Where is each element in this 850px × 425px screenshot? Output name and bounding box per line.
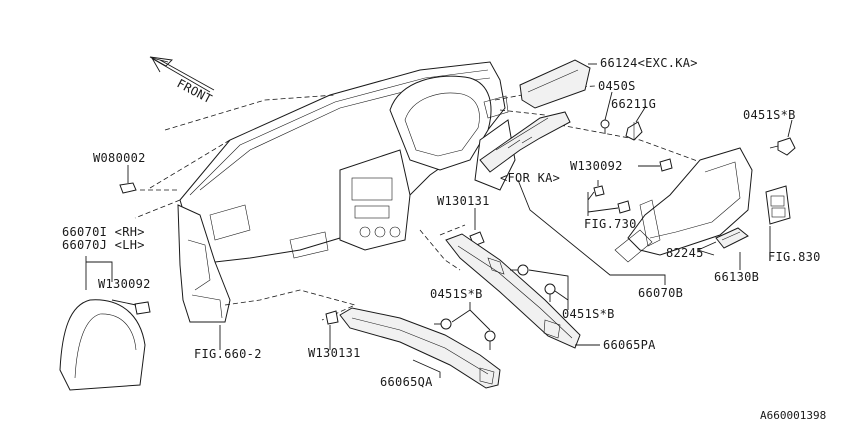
bolt-fig730-icon [593,180,631,214]
label-66124: 66124<EXC.KA> [600,56,698,70]
label-0451s-top: 0451S*B [743,108,796,122]
label-fig660: FIG.660-2 [194,347,262,361]
part-66070-side-cover [59,299,146,391]
label-w130131-top: W130131 [437,194,490,208]
screw-0451s-mid-icon [434,318,496,350]
label-w130092-right: W130092 [570,159,623,173]
screw-0451s-top-icon [769,137,796,156]
part-fig830-box [765,185,791,225]
label-66070j: 66070J <LH> [62,238,145,252]
label-for-ka: <FOR KA> [500,171,560,185]
label-66070i: 66070I <RH> [62,225,145,239]
label-66130b: 66130B [714,270,759,284]
label-82245: 82245 [666,246,704,260]
label-66065qa: 66065QA [380,375,433,389]
plug-w080002-icon [119,182,137,194]
label-0451s-right: 0451S*B [562,307,615,321]
clip-66211g-icon [625,121,643,141]
clip-w130131-bottom-icon [325,310,339,325]
part-66065qa [339,307,501,389]
label-66065pa: 66065PA [603,338,656,352]
screw-0450s-icon [600,119,610,134]
label-66211g: 66211G [611,97,656,111]
label-w080002: W080002 [93,151,146,165]
dashboard-panel [177,61,516,323]
label-0451s-mid: 0451S*B [430,287,483,301]
front-label: FRONT [175,76,215,106]
label-0450s: 0450S [598,79,636,93]
label-66070b: 66070B [638,286,683,300]
clip-w130092-left-icon [134,301,151,315]
part-66065pa [445,233,581,349]
catalog-number: A660001398 [760,409,826,422]
label-w130092-left: W130092 [98,277,151,291]
label-fig730: FIG.730 [584,217,637,231]
part-66070b [614,147,753,263]
screw-0451s-right-icon [510,264,556,302]
part-66130b [715,227,749,249]
part-66124 [519,59,591,109]
label-fig830: FIG.830 [768,250,821,264]
clip-w130092-right-icon [659,158,673,172]
label-w130131-bottom: W130131 [308,346,361,360]
part-for-ka-trim [479,111,571,173]
front-arrow-icon [149,56,215,93]
